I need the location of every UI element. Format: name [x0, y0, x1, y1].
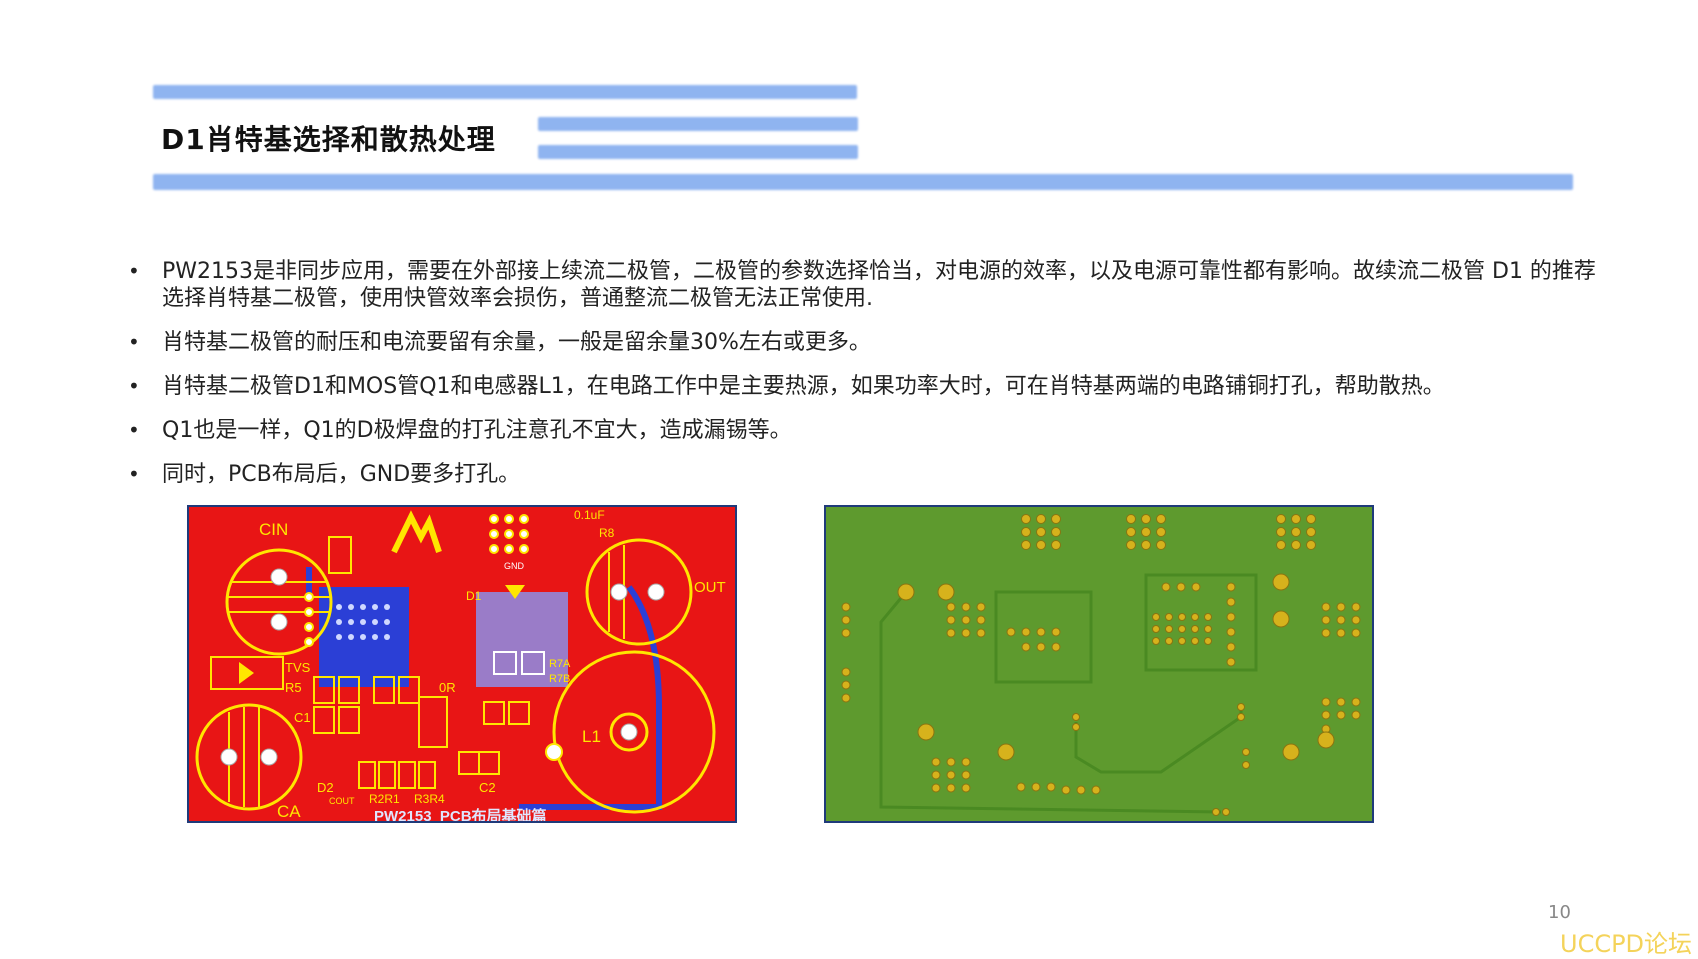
out-trace [519, 585, 662, 810]
label-l1: L1 [582, 727, 601, 746]
label-r7a: R7A [549, 658, 571, 670]
pcb-bottom-svg [841, 514, 1361, 816]
bullet-item: 肖特基二极管的耐压和电流要留有余量，一般是留余量30%左右或更多。 [128, 329, 1598, 356]
label-r7b: R7B [549, 673, 570, 685]
ca-capacitor-outline [195, 703, 303, 811]
title-bar-right-1 [538, 117, 858, 131]
label-d1: D1 [466, 589, 482, 603]
pcb-top-svg: CIN CA 0.1uF R8 D1 L1 TVS R5 C1 0R C2 D2… [195, 508, 726, 823]
label-cin: CIN [259, 520, 288, 539]
page-number: 10 [1548, 902, 1571, 923]
bullet-list: PW2153是非同步应用，需要在外部接上续流二极管，二极管的参数选择恰当，对电源… [128, 258, 1598, 505]
bullet-item: Q1也是一样，Q1的D极焊盘的打孔注意孔不宜大，造成漏锡等。 [128, 417, 1598, 444]
label-c1: C1 [294, 710, 311, 725]
label-r8: R8 [599, 526, 615, 540]
bullet-item: 同时，PCB布局后，GND要多打孔。 [128, 461, 1598, 488]
label-cout: COUT [329, 796, 355, 806]
tvs-diode-outline [210, 656, 284, 690]
pcb-bottom-layer-image [824, 505, 1374, 823]
bullet-item: PW2153是非同步应用，需要在外部接上续流二极管，二极管的参数选择恰当，对电源… [128, 258, 1598, 312]
title-bar-top [153, 85, 857, 99]
label-ca: CA [277, 802, 301, 821]
out-capacitor-outline [585, 538, 693, 646]
l1-inductor-outline [552, 650, 716, 814]
label-c2: C2 [479, 780, 496, 795]
pcb-top-layer-image: CIN CA 0.1uF R8 D1 L1 TVS R5 C1 0R C2 D2… [187, 505, 737, 823]
watermark: UCCPD论坛 [1560, 930, 1693, 958]
label-or: 0R [439, 680, 456, 695]
label-r5: R5 [285, 680, 302, 695]
brand-logo-icon [391, 510, 442, 554]
label-gnd: GND [504, 561, 525, 571]
label-cap-value: 0.1uF [574, 508, 605, 522]
bullet-item: 肖特基二极管D1和MOS管Q1和电感器L1，在电路工作中是主要热源，如果功率大时… [128, 373, 1598, 400]
label-r3r4: R3R4 [414, 792, 445, 806]
slide-title: D1肖特基选择和散热处理 [161, 123, 496, 156]
cin-capacitor-outline [225, 548, 333, 656]
label-d2: D2 [317, 780, 334, 795]
label-out: OUT [694, 579, 726, 596]
label-tvs: TVS [285, 660, 311, 675]
d1-diode-symbol [505, 585, 525, 599]
title-bar-right-2 [538, 145, 858, 159]
label-r2r1: R2R1 [369, 792, 400, 806]
title-bar-bottom [153, 174, 1573, 190]
bottom-pads [841, 514, 1361, 816]
label-board-name: PW2153_PCB布局基础篇 [374, 807, 547, 823]
